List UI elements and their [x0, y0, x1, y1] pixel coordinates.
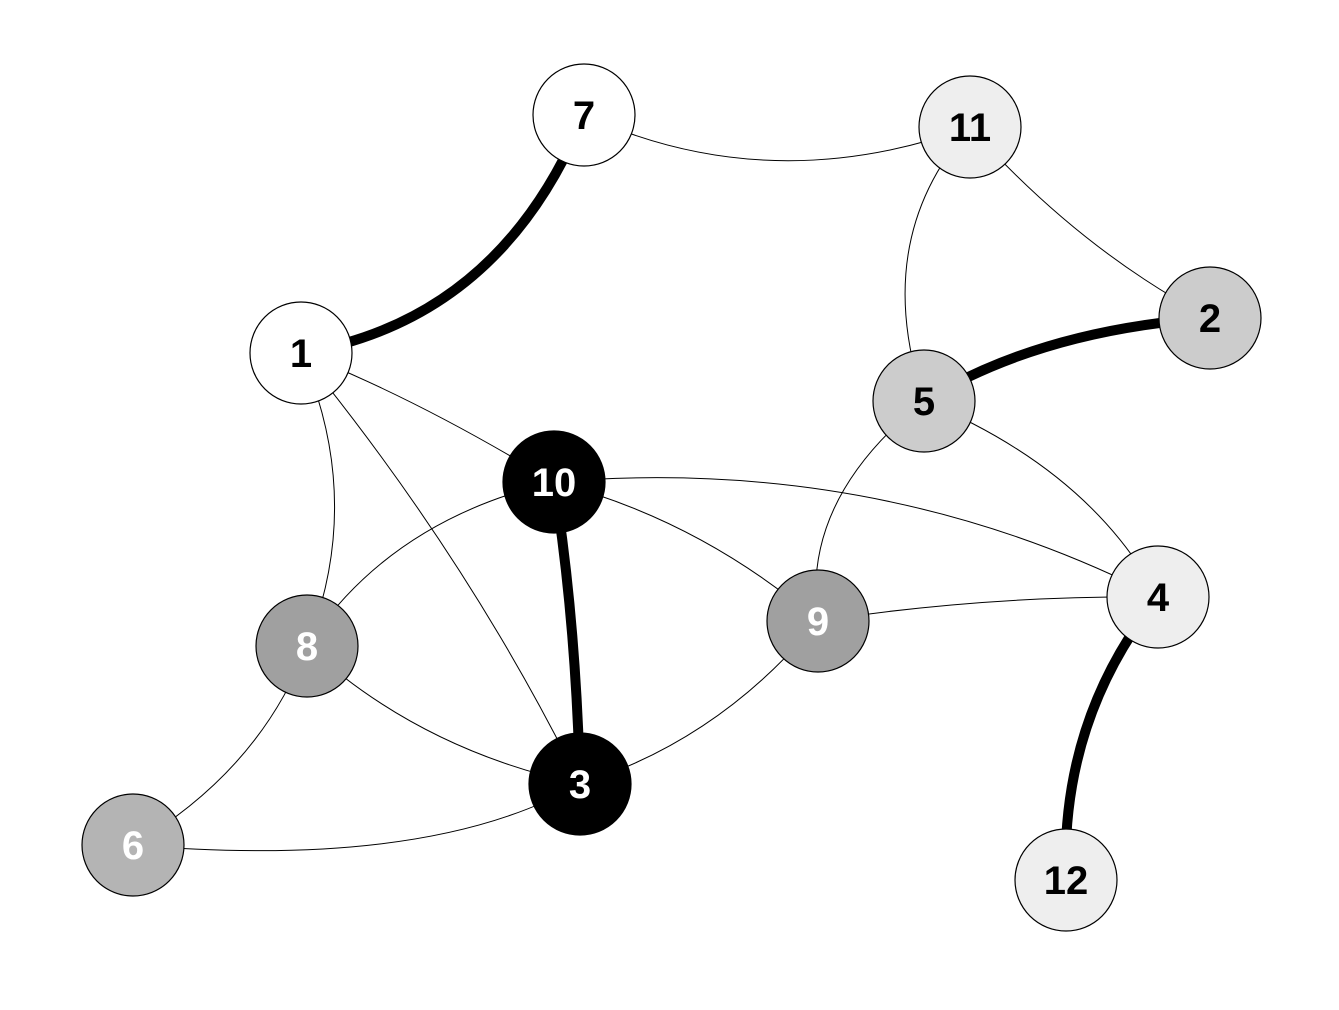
node-label-10: 10: [532, 461, 577, 505]
edge-10-4: [553, 477, 1159, 598]
node-7: 7: [532, 63, 636, 167]
node-label-8: 8: [296, 625, 318, 669]
edge-1-3: [300, 352, 581, 785]
node-4: 4: [1106, 545, 1210, 649]
node-circle-6: [81, 793, 185, 897]
node-label-4: 4: [1147, 576, 1170, 620]
node-12: 12: [1014, 828, 1118, 932]
node-6: 6: [81, 793, 185, 897]
node-5: 5: [872, 349, 976, 453]
node-circle-11: [918, 75, 1022, 179]
node-label-11: 11: [949, 106, 991, 150]
node-circle-3: [528, 732, 632, 836]
edges-layer: [132, 113, 1211, 881]
node-1: 1: [249, 301, 353, 405]
node-11: 11: [918, 75, 1022, 179]
edge-7-11: [583, 114, 971, 162]
node-9: 9: [766, 569, 870, 673]
node-label-7: 7: [573, 94, 595, 138]
node-label-9: 9: [807, 600, 829, 644]
node-circle-4: [1106, 545, 1210, 649]
node-label-1: 1: [290, 332, 312, 376]
node-label-2: 2: [1199, 297, 1221, 341]
node-circle-8: [255, 594, 359, 698]
node-2: 2: [1158, 266, 1262, 370]
node-circle-2: [1158, 266, 1262, 370]
node-10: 10: [502, 430, 606, 534]
node-circle-7: [532, 63, 636, 167]
edge-6-3: [132, 783, 581, 852]
node-circle-5: [872, 349, 976, 453]
node-label-3: 3: [569, 763, 591, 807]
node-label-6: 6: [122, 824, 144, 868]
node-8: 8: [255, 594, 359, 698]
node-label-12: 12: [1044, 859, 1089, 903]
node-3: 3: [528, 732, 632, 836]
edge-1-7: [300, 113, 589, 358]
node-circle-12: [1014, 828, 1118, 932]
node-circle-10: [502, 430, 606, 534]
node-circle-9: [766, 569, 870, 673]
node-circle-1: [249, 301, 353, 405]
node-label-5: 5: [913, 380, 935, 424]
